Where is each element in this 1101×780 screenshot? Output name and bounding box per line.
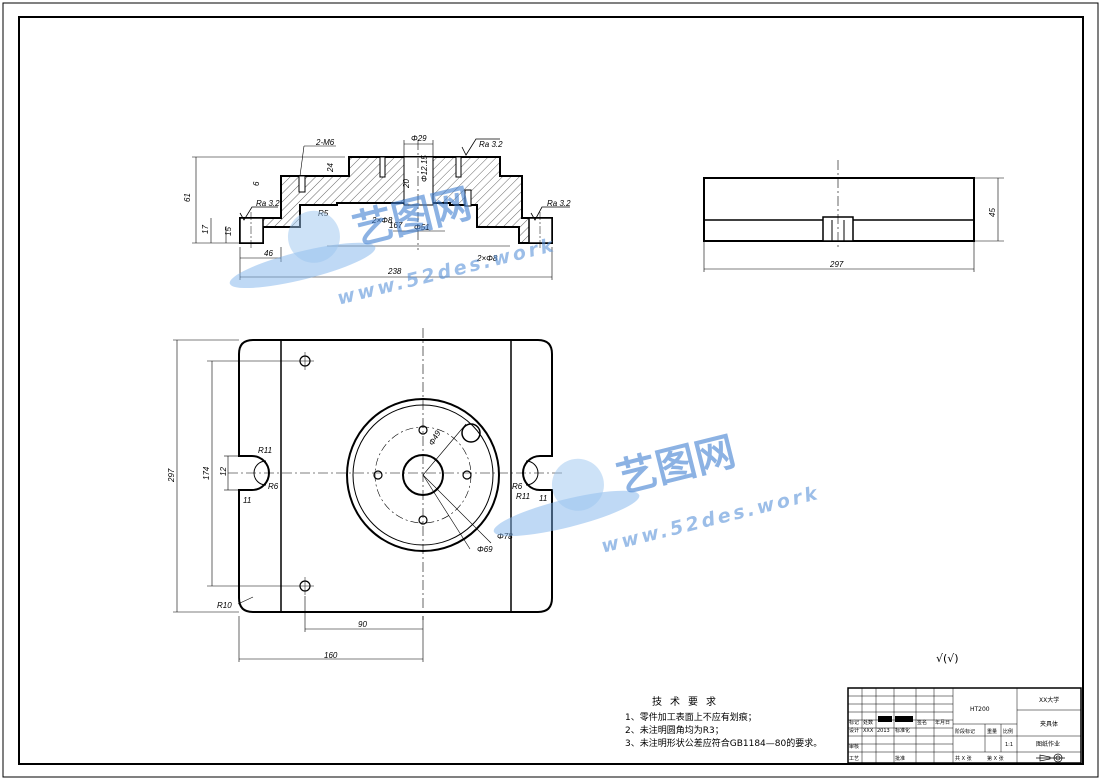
tb-label-review: 审核 <box>849 743 859 750</box>
lug-left <box>239 217 264 244</box>
tb-material: HT200 <box>970 706 990 713</box>
tb-school: XX大学 <box>1039 696 1059 704</box>
tech-req-item-2: 2、未注明圆角均为R3； <box>625 724 724 736</box>
dowel-hole-a <box>379 156 386 178</box>
dim-height-15: 15 <box>224 227 233 236</box>
side-dim-height: 45 <box>988 208 997 217</box>
tb-doc: 图纸作业 <box>1036 740 1060 748</box>
side-view: 45 297 <box>703 160 1004 272</box>
tb-label-mark: 标记 <box>849 719 859 726</box>
dim-height-total: 61 <box>183 193 192 202</box>
watermark-2: 艺图网 www.52des.work <box>493 429 822 558</box>
lug-right <box>528 217 553 244</box>
tb-designer: XXX <box>863 728 874 734</box>
front-cavity <box>299 202 478 227</box>
tb-label-std: 标准化 <box>895 727 910 734</box>
tb-total-sheets: 共 X 张 <box>955 755 972 762</box>
tb-scale: 1:1 <box>1005 742 1013 748</box>
tb-label-approve: 批准 <box>895 755 905 762</box>
dim-depth-6: 6 <box>252 181 261 186</box>
tapped-hole-right <box>464 189 472 207</box>
top-dim-r6: R6 <box>268 482 279 491</box>
roughness-top: Ra 3.2 <box>479 140 503 149</box>
dim-bore-depth: Φ12.15 <box>420 155 429 182</box>
top-dim-d49: Φ49 <box>427 429 443 447</box>
roughness-right: Ra 3.2 <box>547 199 571 208</box>
top-dim-11-left: 11 <box>243 496 251 505</box>
dim-dia-51: Φ51 <box>414 223 430 232</box>
top-dim-d69: Φ69 <box>477 545 493 554</box>
roughness-left: Ra 3.2 <box>256 199 280 208</box>
top-dim-11-right: 11 <box>539 494 547 503</box>
dim-holes-mid: 2×Φ8 <box>371 216 393 225</box>
tb-label-ratio: 比例 <box>1003 728 1013 735</box>
tb-label-craft: 工艺 <box>849 756 859 762</box>
tb-label-date: 年月日 <box>935 719 950 726</box>
general-roughness-note: √(√) <box>936 652 959 665</box>
front-section-view: 2-M6 Φ29 Ra 3.2 Ra 3.2 Ra 3.2 61 17 15 6… <box>183 134 571 280</box>
top-view: 297 174 12 R11 R6 11 R10 90 160 Φ49 Φ69 … <box>167 328 565 662</box>
boss-outer <box>346 398 500 552</box>
tb-label-weight: 重量 <box>987 728 997 735</box>
dim-width-46: 46 <box>264 249 273 258</box>
dim-depth-24: 24 <box>326 163 335 173</box>
tech-req-item-3: 3、未注明形状公差应符合GB1184—80的要求。 <box>625 737 822 749</box>
dim-dia-top: Φ29 <box>411 134 427 143</box>
dim-width-238: 238 <box>387 267 402 276</box>
dowel-hole-b <box>455 156 462 178</box>
dim-167: 167 <box>389 221 403 230</box>
bolt-holes <box>299 355 472 592</box>
top-dim-160: 160 <box>324 651 338 660</box>
top-dim-12: 12 <box>219 467 228 476</box>
tb-sheet-no: 第 X 张 <box>987 755 1004 762</box>
top-dim-r11: R11 <box>258 446 272 455</box>
boss-inner <box>352 404 494 546</box>
tb-label-count: 处数 <box>863 719 873 726</box>
tb-date: 2013 <box>877 728 890 734</box>
dim-thread: 2-M6 <box>315 138 335 147</box>
tb-part-name: 夹具体 <box>1040 720 1058 728</box>
top-dim-r11-right: R11 <box>516 492 530 501</box>
tapped-hole-left <box>298 175 306 193</box>
title-block: 标记 处数 签名 年月日 设计 XXX 2013 标准化 审核 工艺 批准 HT… <box>847 687 1082 764</box>
side-dim-width: 297 <box>829 260 844 269</box>
center-bore-top <box>402 454 444 496</box>
inner-frame <box>18 16 1084 765</box>
top-dim-174: 174 <box>202 466 211 480</box>
top-dim-r6-right: R6 <box>512 482 523 491</box>
top-dim-r10: R10 <box>217 601 232 610</box>
top-dim-d78: Φ78 <box>497 532 513 541</box>
tb-label-design: 设计 <box>849 727 859 734</box>
tech-req-item-1: 1、零件加工表面上不应有划痕； <box>625 711 757 723</box>
center-bore <box>403 156 434 206</box>
technical-requirements: 技术要求 1、零件加工表面上不应有划痕； 2、未注明圆角均为R3； 3、未注明形… <box>625 695 822 749</box>
tech-req-title: 技术要求 <box>652 695 724 708</box>
locating-hole <box>461 423 481 443</box>
top-dim-297: 297 <box>167 468 176 483</box>
dim-height-17: 17 <box>201 225 210 234</box>
watermark-2-cn: 艺图网 <box>612 429 740 503</box>
top-plate-outline <box>238 339 553 613</box>
tb-label-stage: 阶段标记 <box>955 728 975 735</box>
top-dim-90: 90 <box>358 620 367 629</box>
projection-symbol-icon <box>1036 753 1065 763</box>
tb-label-sign: 签名 <box>917 719 927 726</box>
dim-holes-rb: 2×Φ8 <box>476 254 498 263</box>
dim-depth-20: 20 <box>402 179 411 189</box>
